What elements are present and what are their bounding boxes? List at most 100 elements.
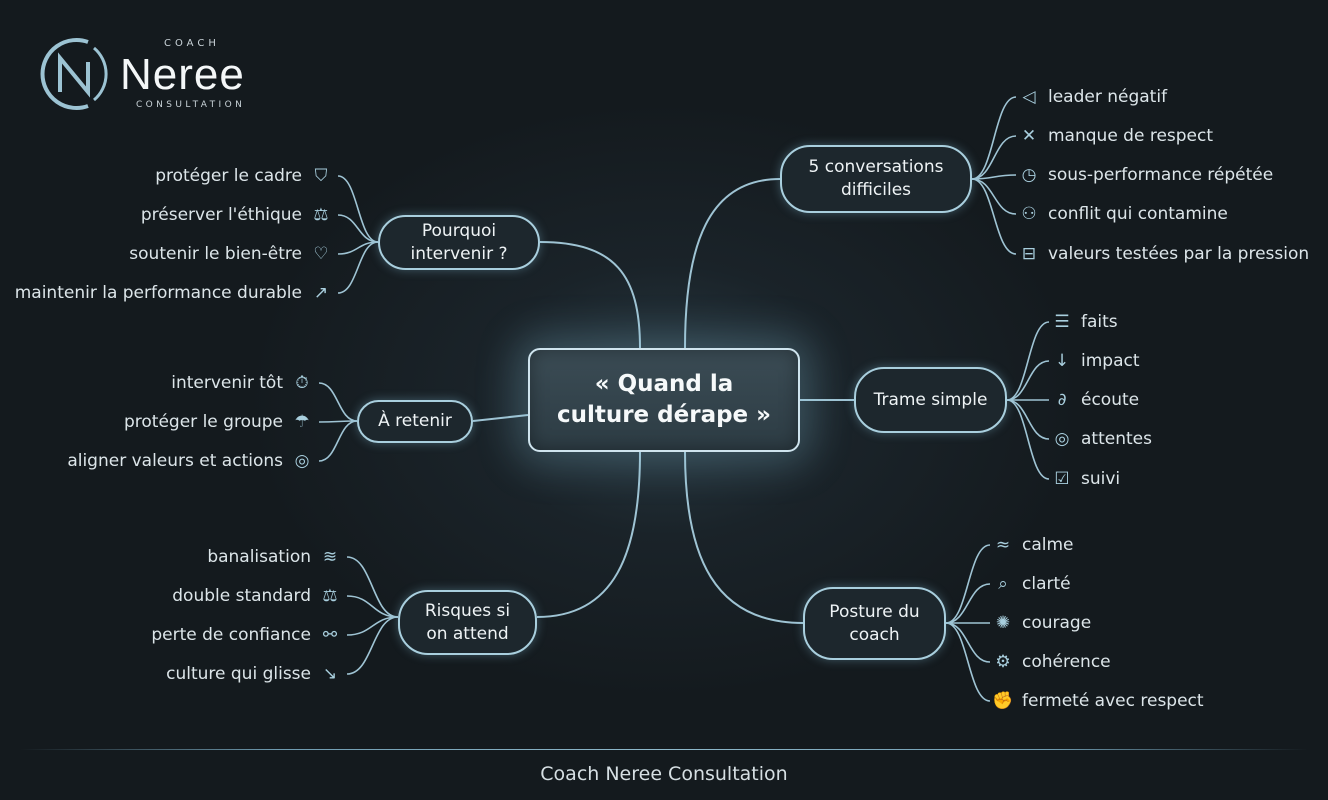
leaf-item: aligner valeurs et actions ◎ (67, 449, 313, 473)
leaf-label: attentes (1081, 429, 1152, 449)
leaf-item: intervenir tôt ⏱ (171, 371, 313, 395)
logo-consultation: CONSULTATION (136, 100, 246, 110)
lion-icon: ✺ (995, 613, 1011, 633)
leaf-connector-pourquoi (337, 241, 379, 294)
leaf-label: sous-performance répétée (1048, 165, 1274, 185)
leaf-connector-pourquoi (337, 175, 379, 243)
branch-trame: Trame simple (854, 367, 1007, 433)
leaf-label: suivi (1081, 469, 1121, 489)
leaf-connector-conversations (971, 178, 1017, 255)
list-icon: ☰ (1054, 312, 1070, 332)
logo-coach: COACH (164, 38, 220, 49)
leaf-item: ☑suivi (1051, 467, 1120, 491)
leaf-label: banalisation (207, 547, 311, 567)
connector-retenir (472, 414, 529, 422)
leaf-connector-risques (346, 616, 399, 675)
branch-pourquoi: Pourquoi intervenir ? (378, 215, 540, 270)
leaf-connector-conversations (971, 135, 1017, 180)
leaf-connector-retenir (318, 420, 358, 462)
leaf-connector-trame (1006, 360, 1050, 401)
leaf-item: ◁ leader négatif (1018, 85, 1167, 109)
leaf-item: ◷ sous-performance répétée (1018, 163, 1274, 187)
leaf-label: préserver l'éthique (140, 205, 302, 225)
arrow-down-icon: ↓ (1054, 351, 1070, 371)
leaf-item: ✕ manque de respect (1018, 124, 1213, 148)
umbrella-icon: ☂ (294, 412, 310, 432)
leaf-label: courage (1022, 613, 1092, 633)
shield-icon: ⛉ (314, 166, 328, 186)
leaf-label: protéger le groupe (124, 412, 283, 432)
wave-icon: ≈ (995, 535, 1011, 555)
connector-risques (536, 451, 641, 618)
heart-icon: ♡ (313, 244, 329, 264)
leaf-connector-trame (1006, 321, 1050, 401)
branch-posture: Posture du coach (803, 587, 946, 660)
branch-conversations: 5 conversations difficiles (780, 145, 972, 213)
clock-icon: ◷ (1021, 165, 1037, 185)
leaf-connector-trame (1006, 399, 1050, 440)
scale-icon: ⚖ (313, 205, 329, 225)
leaf-item: protéger le groupe ☂ (124, 410, 313, 434)
footer-text: Coach Neree Consultation (540, 763, 788, 785)
leaf-connector-posture (945, 622, 991, 702)
leaf-item: ∂écoute (1051, 388, 1140, 412)
leaf-item: ⚙ cohérence (992, 650, 1111, 674)
leaf-label: double standard (172, 586, 311, 606)
leaf-label: culture qui glisse (166, 664, 311, 684)
logo: COACH Neree CONSULTATION (36, 34, 276, 114)
leaf-label: impact (1081, 351, 1140, 371)
leaf-item: ⚇ conflit qui contamine (1018, 202, 1228, 226)
leaf-label: leader négatif (1048, 87, 1168, 107)
branch-retenir: À retenir (357, 400, 473, 443)
leaf-item: banalisation≋ (207, 545, 341, 569)
leaf-label: faits (1081, 312, 1118, 332)
gears-icon: ⚙ (995, 652, 1011, 672)
fist-icon: ✊ (992, 691, 1014, 711)
leaf-label: cohérence (1022, 652, 1111, 672)
chart-down-icon: ↘ (322, 664, 338, 684)
compass-icon: ◎ (294, 451, 310, 471)
logo-name: Neree (120, 50, 245, 99)
megaphone-icon: ◁ (1022, 87, 1036, 107)
connector-conversations (684, 178, 781, 349)
broken-link-icon: ⚯ (322, 625, 338, 645)
logo-mark-icon (40, 38, 108, 110)
leaf-label: perte de confiance (151, 625, 311, 645)
leaf-item: ✺ courage (992, 611, 1091, 635)
leaf-item: soutenir le bien-être♡ (129, 242, 332, 266)
connector-posture (684, 451, 804, 624)
cross-icon: ✕ (1021, 126, 1037, 146)
leaf-connector-conversations (971, 178, 1017, 215)
leaf-connector-retenir (318, 382, 358, 422)
leaf-item: culture qui glisse ↘ (166, 662, 341, 686)
leaf-item: préserver l'éthique ⚖ (141, 203, 332, 227)
leaf-item: double standard ⚖ (172, 584, 341, 608)
people-conflict-icon: ⚇ (1021, 204, 1037, 224)
leaf-connector-risques (346, 595, 399, 618)
stopwatch-icon: ⏱ (295, 373, 309, 393)
leaf-connector-conversations (971, 96, 1017, 180)
leaf-connector-posture (945, 622, 991, 663)
leaf-item: ≈calme (992, 533, 1074, 557)
leaf-item: protéger le cadre⛉ (155, 164, 332, 188)
leaf-label: conflit qui contamine (1048, 204, 1228, 224)
leaf-label: aligner valeurs et actions (67, 451, 283, 471)
scale-icon: ⚖ (322, 586, 338, 606)
magnifier-icon: ⌕ (998, 574, 1008, 594)
leaf-item: ↓ impact (1051, 349, 1140, 373)
leaf-connector-posture (945, 583, 991, 624)
leaf-item: ☰ faits (1051, 310, 1118, 334)
leaf-label: manque de respect (1048, 126, 1214, 146)
chart-up-icon: ↗ (313, 283, 329, 303)
leaf-label: intervenir tôt (171, 373, 283, 393)
leaf-item: perte de confiance ⚯ (151, 623, 341, 647)
leaf-connector-posture (945, 544, 991, 624)
target-icon: ◎ (1054, 429, 1070, 449)
ear-icon: ∂ (1057, 390, 1067, 410)
dumbbell-icon: ⊟ (1021, 244, 1037, 264)
leaf-connector-pourquoi (337, 214, 379, 243)
branch-risques: Risques si on attend (398, 590, 537, 655)
leaf-item: ⊟valeurs testées par la pression (1018, 242, 1309, 266)
leaf-label: fermeté avec respect (1022, 691, 1204, 711)
